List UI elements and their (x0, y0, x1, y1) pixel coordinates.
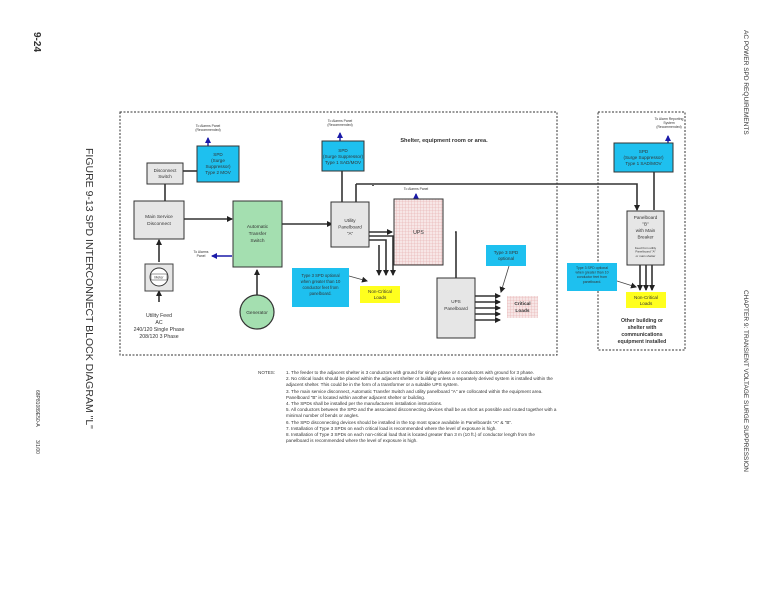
note-item: 4. The SPDs shall be installed per the m… (286, 401, 443, 407)
notes-list: 1. The feeder to the adjacent shelter is… (286, 370, 558, 444)
note-item: 7. Installation of Type 3 SPDs on each c… (286, 425, 497, 431)
connectors (156, 170, 655, 323)
doc-id: 68P81089E50-A (34, 390, 40, 427)
meter-icon (149, 267, 169, 287)
note-item: 3. The main service disconnect, Automati… (286, 388, 543, 400)
note-item: 1. The feeder to the adjacent shelter is… (286, 370, 535, 375)
shelter-region (119, 111, 558, 356)
notes-label: NOTES: (258, 370, 276, 375)
svg-text:UPS: UPS (413, 230, 424, 236)
note-item: 8. Installation of Type 3 SPDs on each n… (286, 432, 535, 444)
spd-type1-b-box: SPD(Surge Suppressor)Type 1 SAD/MOV (613, 142, 674, 173)
svg-text:Generator: Generator (246, 310, 268, 316)
page-number: 9-24 (31, 32, 42, 52)
generator-node: Generator (239, 294, 275, 330)
alarm-label-spd-type1-a: To Alarms Panel(Recommended) (327, 119, 352, 127)
ups-box: UPS (393, 198, 444, 266)
figure-title: FIGURE 9-13 SPD INTERCONNECT BLOCK DIAGR… (83, 148, 95, 429)
header-chapter: CHAPTER 9: TRANSIENT VOLTAGE SURGE SUPPR… (742, 290, 749, 472)
notes-section: NOTES: 1. The feeder to the adjacent she… (258, 370, 558, 444)
note-item: 5. All conductors between the SPD and th… (286, 407, 557, 419)
other-building-region (597, 111, 686, 351)
meter-box: Meter (144, 263, 174, 292)
shelter-label: Shelter, equipment room or area. (400, 138, 488, 144)
note-pointers (348, 265, 637, 293)
note-item: 6. The SPD disconnecting devices should … (286, 419, 513, 425)
doc-date: 3/1/00 (34, 440, 40, 454)
svg-text:Meter: Meter (154, 276, 164, 280)
alarm-label-ups: To Alarms Panel (404, 187, 429, 191)
spd-type1-a-box: SPD(Surge Suppressor)Type 1 SAD/MOV (321, 140, 365, 172)
alarm-label-spd-type2: To Alarms Panel(Recommended) (195, 124, 220, 132)
header-section: AC POWER SPD REQUIREMENTS (742, 30, 749, 135)
svg-text:SPD(Surge Suppressor)Type 1 SA: SPD(Surge Suppressor)Type 1 SAD/MOV (323, 148, 364, 165)
svg-text:SPD(Surge Suppressor)Type 1 S: SPD(Surge Suppressor)Type 1 SAD/MOV (623, 149, 664, 166)
note-item: 2. No critical loads should be placed wi… (286, 376, 553, 388)
